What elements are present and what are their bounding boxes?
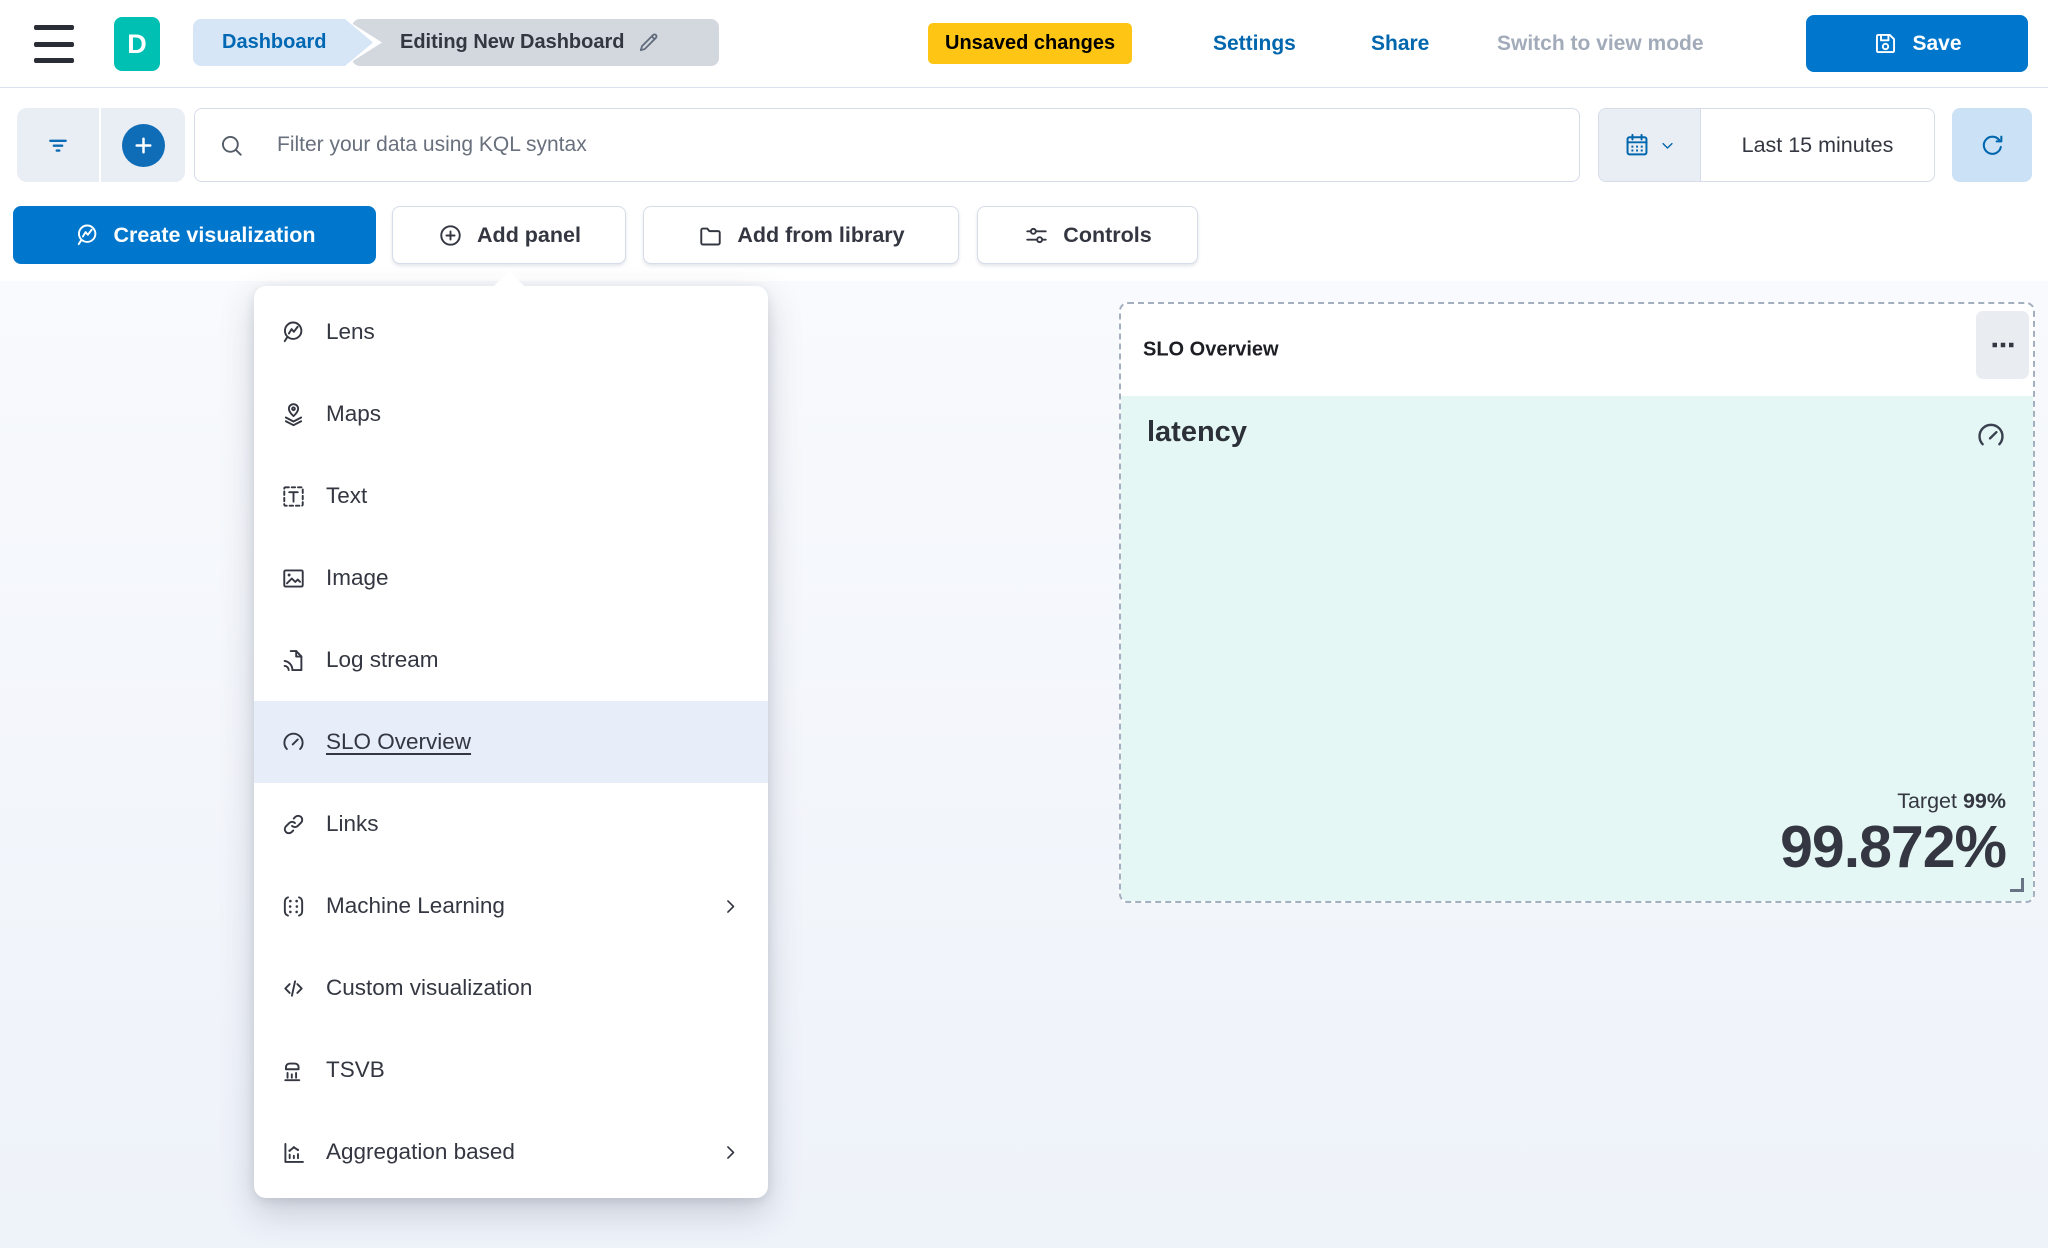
refresh-button[interactable] <box>1952 108 2032 182</box>
filter-button-group <box>17 108 185 182</box>
lens-icon <box>280 319 307 346</box>
image-icon <box>280 565 307 592</box>
folder-icon <box>697 222 724 249</box>
filter-menu-button[interactable] <box>17 108 101 182</box>
menu-item-text[interactable]: Text <box>254 455 768 537</box>
link-icon <box>280 811 307 838</box>
panel-options-icon <box>1988 330 2018 360</box>
pencil-icon <box>636 30 661 55</box>
controls-sliders-icon <box>1023 222 1050 249</box>
menu-item-machine-learning[interactable]: Machine Learning <box>254 865 768 947</box>
unsaved-changes-badge: Unsaved changes <box>928 23 1133 64</box>
menu-item-slo-overview[interactable]: SLO Overview <box>254 701 768 783</box>
log-stream-icon <box>280 647 307 674</box>
breadcrumb-current[interactable]: Editing New Dashboard <box>352 19 719 66</box>
menu-item-tsvb[interactable]: TSVB <box>254 1029 768 1111</box>
chevron-right-icon <box>719 895 742 918</box>
filter-icon <box>44 131 72 159</box>
text-icon <box>280 483 307 510</box>
top-header: D Editing New Dashboard Dashboard Unsave… <box>0 0 2048 88</box>
date-picker-quick-menu-button[interactable] <box>1599 109 1701 181</box>
slo-overview-panel: SLO Overview latency Target 99% 99.872% <box>1119 302 2035 903</box>
menu-item-aggregation-based[interactable]: Aggregation based <box>254 1111 768 1193</box>
panel-header: SLO Overview <box>1121 304 2033 396</box>
slo-target-value: 99% <box>1962 789 2006 813</box>
lens-icon <box>74 222 101 249</box>
slo-target-line: Target 99% <box>1780 789 2006 814</box>
save-button[interactable]: Save <box>1806 15 2028 72</box>
create-visualization-button[interactable]: Create visualization <box>13 206 376 264</box>
slo-name-label: latency <box>1147 416 1247 448</box>
add-filter-button[interactable] <box>101 108 185 182</box>
refresh-icon <box>1978 131 2007 160</box>
search-icon <box>218 132 245 159</box>
tsvb-icon <box>280 1057 307 1084</box>
calendar-icon <box>1623 131 1651 159</box>
menu-item-maps[interactable]: Maps <box>254 373 768 455</box>
panel-body: latency Target 99% 99.872% <box>1121 396 2033 901</box>
breadcrumb-current-label: Editing New Dashboard <box>400 31 625 53</box>
panel-title: SLO Overview <box>1143 338 1279 361</box>
machine-learning-icon <box>280 893 307 920</box>
kql-search-input[interactable] <box>275 132 1579 158</box>
add-panel-menu: Lens Maps Text Image Log stream SLO Over… <box>254 286 768 1198</box>
plus-circle-icon <box>121 123 165 167</box>
deployment-logo[interactable]: D <box>114 17 160 71</box>
add-from-library-button[interactable]: Add from library <box>643 206 959 264</box>
code-icon <box>280 975 307 1002</box>
menu-item-image[interactable]: Image <box>254 537 768 619</box>
slo-target-label: Target <box>1897 789 1957 813</box>
save-button-label: Save <box>1912 31 1962 55</box>
aggregation-icon <box>280 1139 307 1166</box>
save-icon <box>1872 30 1899 57</box>
panel-resize-handle[interactable] <box>2010 878 2024 892</box>
gauge-icon <box>1974 419 2008 453</box>
menu-item-links[interactable]: Links <box>254 783 768 865</box>
gauge-icon <box>280 729 307 756</box>
slo-value-block: Target 99% 99.872% <box>1780 789 2007 880</box>
settings-link[interactable]: Settings <box>1213 0 1296 88</box>
slo-observed-value: 99.872% <box>1780 814 2007 880</box>
breadcrumb-dashboard-label: Dashboard <box>222 31 327 53</box>
maps-icon <box>280 401 307 428</box>
breadcrumb-dashboard[interactable]: Dashboard <box>193 19 345 66</box>
menu-item-lens[interactable]: Lens <box>254 291 768 373</box>
hamburger-icon <box>34 25 74 30</box>
logo-letter: D <box>127 28 147 59</box>
share-link[interactable]: Share <box>1371 0 1429 88</box>
chevron-right-icon <box>719 1141 742 1164</box>
time-range-value[interactable]: Last 15 minutes <box>1741 132 1894 157</box>
chevron-down-icon <box>1658 136 1677 155</box>
menu-item-log-stream[interactable]: Log stream <box>254 619 768 701</box>
time-range-picker: Last 15 minutes <box>1598 108 1935 182</box>
plus-circle-icon <box>437 222 464 249</box>
switch-to-view-mode-link[interactable]: Switch to view mode <box>1497 0 1704 88</box>
query-bar-row: Last 15 minutes <box>0 88 2048 198</box>
hamburger-menu-button[interactable] <box>34 25 78 63</box>
menu-item-custom-visualization[interactable]: Custom visualization <box>254 947 768 1029</box>
kql-search-bar <box>194 108 1580 182</box>
panel-options-button[interactable] <box>1976 311 2029 379</box>
add-panel-button[interactable]: Add panel <box>392 206 626 264</box>
controls-button[interactable]: Controls <box>977 206 1198 264</box>
